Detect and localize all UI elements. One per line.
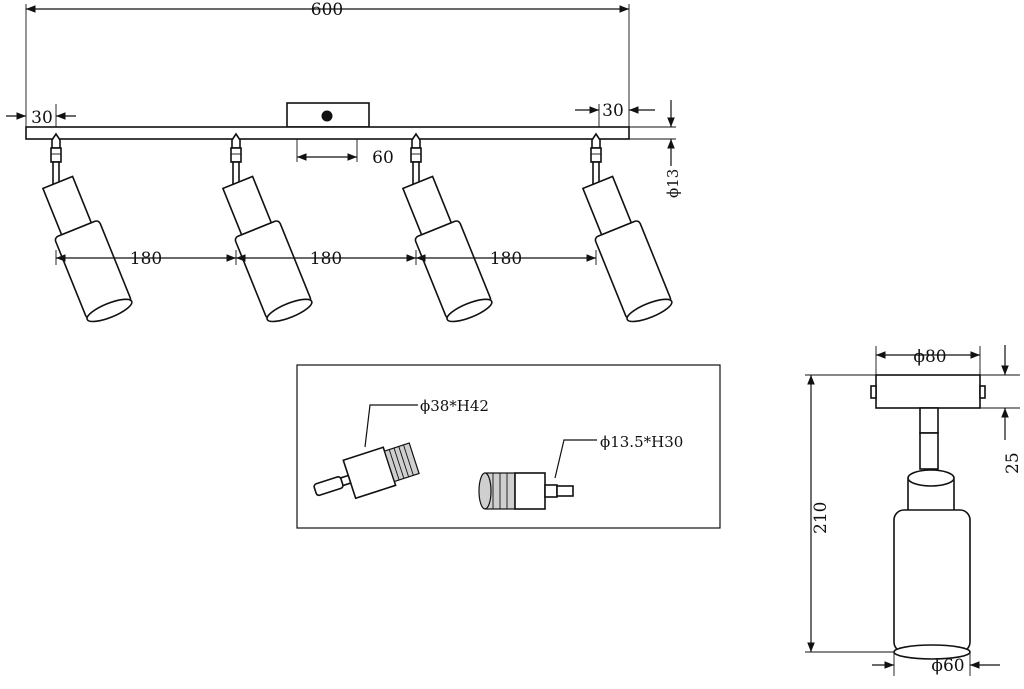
dim-total-length: 600 [311, 0, 343, 20]
detail-panel: ϕ38*H42 ϕ13.5*H30 [296, 364, 721, 529]
dim-shade-diameter: ϕ60 [931, 656, 964, 676]
dim-spacing-2: 180 [310, 249, 342, 269]
dim-canopy-width: 60 [372, 148, 394, 168]
bar-elevation-view: 600 30 30 60 ϕ13 180 180 180 [6, 0, 682, 327]
large-socket-part [313, 442, 420, 500]
canopy-screw [321, 110, 333, 122]
spotlight-4 [574, 133, 676, 327]
dim-left-offset: 30 [31, 108, 53, 128]
dim-single-height: 210 [811, 502, 831, 534]
single-shade [893, 509, 971, 653]
single-spot-view: ϕ80 25 210 ϕ60 [805, 345, 1023, 676]
dim-arm-diameter: ϕ13 [664, 169, 682, 198]
spotlight-3 [394, 133, 496, 327]
dim-spacing-3: 180 [490, 249, 522, 269]
dim-single-canopy-height: 25 [1003, 452, 1023, 474]
dim-spacing-1: 180 [130, 249, 162, 269]
detail-frame [296, 364, 721, 529]
single-canopy [875, 374, 981, 409]
small-socket-part [478, 472, 574, 510]
dim-right-offset: 30 [602, 101, 624, 121]
small-part-label: ϕ13.5*H30 [600, 433, 683, 451]
spotlight-1 [34, 133, 136, 327]
mounting-bar [25, 126, 630, 140]
large-part-label: ϕ38*H42 [420, 397, 489, 415]
spotlight-2 [214, 133, 316, 327]
dim-single-canopy-diameter: ϕ80 [913, 347, 946, 367]
